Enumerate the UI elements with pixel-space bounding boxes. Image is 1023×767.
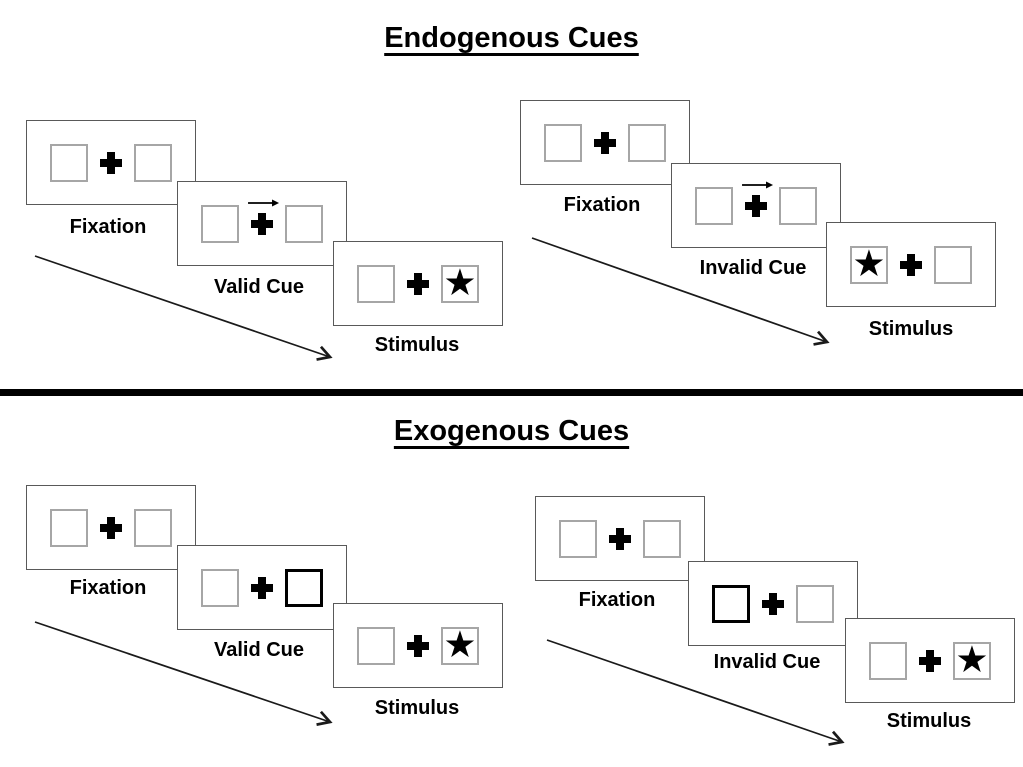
stimulus-frame-card: ★ <box>845 618 1015 703</box>
right-cue-highlight-square <box>285 568 323 607</box>
star-stimulus-icon: ★ <box>852 242 886 284</box>
valid-cue-frame-card <box>177 545 347 630</box>
fixation-cross-icon <box>407 634 429 657</box>
left-placeholder-square <box>50 143 88 182</box>
frame-label-valid-cue: Valid Cue <box>213 639 305 661</box>
right-placeholder-square <box>796 584 834 623</box>
right-placeholder-square <box>134 508 172 547</box>
frame-label-stimulus: Stimulus <box>374 697 460 719</box>
right-placeholder-square <box>285 204 323 243</box>
fixation-frame-card <box>26 485 196 570</box>
left-target-square: ★ <box>850 242 888 284</box>
fixation-cross-icon <box>594 131 616 154</box>
frame-label-fixation: Fixation <box>69 577 147 599</box>
frame-label-invalid-cue: Invalid Cue <box>713 651 821 673</box>
fixation-cross-icon <box>251 576 273 599</box>
left-placeholder-square <box>544 123 582 162</box>
right-placeholder-square <box>934 245 972 284</box>
fixation-frame-card <box>520 100 690 185</box>
fixation-cross-icon <box>745 194 767 217</box>
frame-label-fixation: Fixation <box>563 194 641 216</box>
fixation-cross-icon <box>900 253 922 276</box>
timeline-arrow-endogenous-invalid <box>531 237 830 346</box>
section-title-exogenous: Exogenous Cues <box>393 415 630 447</box>
fixation-cross-icon <box>251 212 273 235</box>
fixation-cross-icon <box>100 151 122 174</box>
frame-label-invalid-cue: Invalid Cue <box>699 257 807 279</box>
invalid-cue-frame-card <box>688 561 858 646</box>
right-placeholder-square <box>134 143 172 182</box>
left-cue-highlight-square <box>712 584 750 623</box>
left-placeholder-square <box>201 568 239 607</box>
right-placeholder-square <box>779 186 817 225</box>
frame-label-stimulus: Stimulus <box>868 318 954 340</box>
fixation-frame-card <box>26 120 196 205</box>
invalid-cue-frame-card <box>671 163 841 248</box>
left-placeholder-square <box>201 204 239 243</box>
stimulus-frame-card: ★ <box>826 222 996 307</box>
star-stimulus-icon: ★ <box>443 261 477 303</box>
frame-label-valid-cue: Valid Cue <box>213 276 305 298</box>
right-target-square: ★ <box>441 623 479 665</box>
cue-right-arrow-icon <box>742 181 774 188</box>
frame-label-stimulus: Stimulus <box>886 710 972 732</box>
right-placeholder-square <box>628 123 666 162</box>
fixation-cross-icon <box>407 272 429 295</box>
frame-label-fixation: Fixation <box>69 216 147 238</box>
fixation-frame-card <box>535 496 705 581</box>
stimulus-frame-card: ★ <box>333 241 503 326</box>
left-placeholder-square <box>695 186 733 225</box>
frame-label-fixation: Fixation <box>578 589 656 611</box>
fixation-cross-icon <box>919 649 941 672</box>
right-target-square: ★ <box>441 261 479 303</box>
timeline-arrow-exogenous-valid <box>34 621 333 726</box>
cue-right-arrow-icon <box>248 199 280 206</box>
section-divider <box>0 389 1023 396</box>
left-placeholder-square <box>357 264 395 303</box>
fixation-cross-icon <box>100 516 122 539</box>
left-placeholder-square <box>869 641 907 680</box>
star-stimulus-icon: ★ <box>443 623 477 665</box>
fixation-cross-icon <box>762 592 784 615</box>
fixation-cross-icon <box>609 527 631 550</box>
right-placeholder-square <box>643 519 681 558</box>
left-placeholder-square <box>50 508 88 547</box>
section-title-endogenous: Endogenous Cues <box>384 22 639 54</box>
frame-label-stimulus: Stimulus <box>374 334 460 356</box>
right-target-square: ★ <box>953 638 991 680</box>
timeline-arrow-endogenous-valid <box>34 255 333 361</box>
star-stimulus-icon: ★ <box>955 638 989 680</box>
stimulus-frame-card: ★ <box>333 603 503 688</box>
left-placeholder-square <box>357 626 395 665</box>
valid-cue-frame-card <box>177 181 347 266</box>
left-placeholder-square <box>559 519 597 558</box>
